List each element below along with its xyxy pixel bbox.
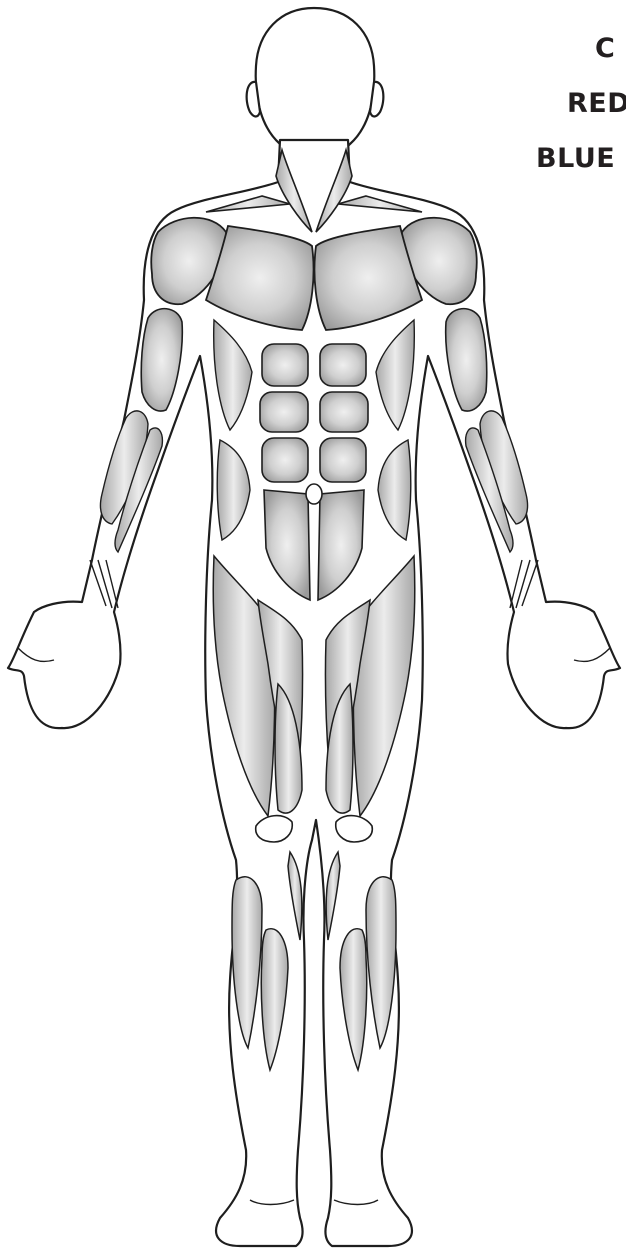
label-c: C [595,35,615,62]
label-red: RED [567,90,626,117]
label-blue: BLUE [536,145,615,172]
body-outline [8,8,620,1246]
